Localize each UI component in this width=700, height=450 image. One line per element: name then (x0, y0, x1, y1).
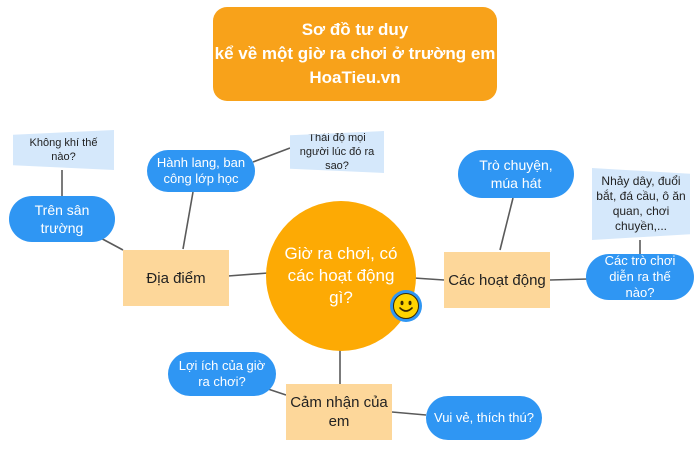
connector-location-corridor (182, 191, 194, 250)
connector-feelings-fun (391, 411, 427, 416)
center-topic: Giờ ra chơi, có các hoạt động gì? (266, 201, 416, 351)
smiley-icon (390, 290, 422, 322)
schoolyard-note: Không khí thế nào? (13, 130, 114, 170)
games-note: Nhảy dây, đuổi bắt, đá cầu, ô ăn quan, c… (592, 168, 690, 240)
connector-center-location (227, 272, 269, 277)
connector-activities-games (549, 278, 589, 281)
activities-chat: Trò chuyện, múa hát (458, 150, 574, 198)
title-line-2: kể về một giờ ra chơi ở trường em (214, 44, 496, 63)
connector-center-activities (413, 277, 445, 281)
location-corridor: Hành lang, ban công lớp học (147, 150, 255, 192)
feelings-fun: Vui vẻ, thích thú? (426, 396, 542, 440)
activities-games: Các trò chơi diễn ra thế nào? (586, 253, 694, 300)
title-line-3: HoaTieu.vn (309, 68, 401, 87)
branch-location: Địa điểm (123, 250, 229, 306)
location-schoolyard: Trên sân trường (9, 196, 115, 242)
connector-corridor-note (252, 147, 291, 163)
connector-activities-chat (499, 197, 514, 251)
corridor-note: Thái độ mọi người lúc đó ra sao? (290, 131, 384, 173)
title-line-1: Sơ đồ tư duy (301, 20, 409, 39)
title-box: Sơ đồ tư duy kể về một giờ ra chơi ở trư… (213, 7, 497, 101)
branch-feelings: Cảm nhận của em (286, 384, 392, 440)
feelings-benefit: Lợi ích của giờ ra chơi? (168, 352, 276, 396)
branch-activities: Các hoạt động (444, 252, 550, 308)
